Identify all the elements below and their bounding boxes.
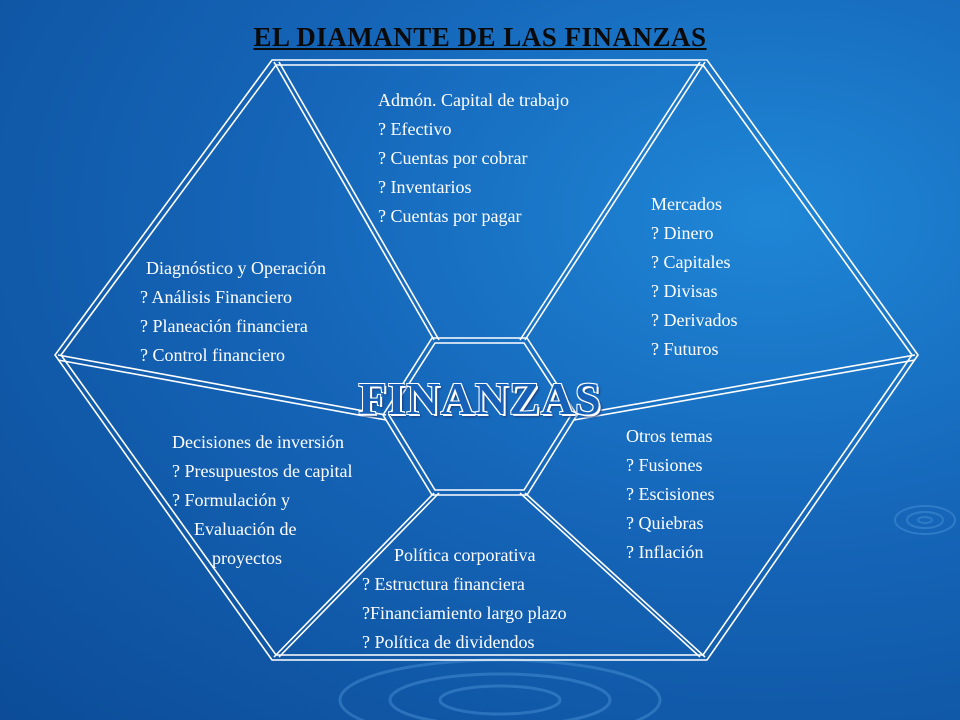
list-item: ? Derivados [651,310,738,330]
list-item: ? Presupuestos de capital [172,461,353,481]
list-item: ? Inventarios [378,177,472,197]
list-item: ? Política de dividendos [362,632,535,652]
list-item: ? Planeación financiera [140,316,308,336]
list-item: ? Inflación [626,542,704,562]
list-item: ? Estructura financiera [362,574,525,594]
list-item: Evaluación de [194,519,297,539]
list-item: ? Efectivo [378,119,452,139]
section-inversion: Decisiones de inversión ? Presupuestos d… [172,428,352,573]
list-item: proyectos [212,548,282,568]
center-label: FINANZAS [358,373,602,424]
section-mercados: Mercados ? Dinero ? Capitales ? Divisas … [651,190,737,364]
list-item: ? Fusiones [626,455,703,475]
section-heading: Mercados [651,194,722,214]
list-item: ? Divisas [651,281,718,301]
section-heading: Diagnóstico y Operación [146,258,326,278]
section-heading: Decisiones de inversión [172,432,344,452]
list-item: ? Cuentas por pagar [378,206,522,226]
section-politica: Política corporativa ? Estructura financ… [362,541,567,657]
section-heading: Otros temas [626,426,713,446]
list-item: ? Dinero [651,223,714,243]
list-item: ? Formulación y [172,490,290,510]
section-diagnostico: Diagnóstico y Operación ? Análisis Finan… [140,254,326,370]
divider-lines [57,61,916,658]
section-capital-trabajo: Admón. Capital de trabajo ? Efectivo ? C… [378,86,569,231]
list-item: ? Escisiones [626,484,715,504]
outer-hexagon [54,59,919,661]
list-item: ? Quiebras [626,513,704,533]
list-item: ? Futuros [651,339,719,359]
list-item: ? Cuentas por cobrar [378,148,528,168]
section-heading: Admón. Capital de trabajo [378,90,569,110]
inner-hexagon-inner-line [388,342,572,491]
list-item: ? Análisis Financiero [140,287,292,307]
list-item: ? Capitales [651,252,731,272]
section-heading: Política corporativa [394,545,536,565]
list-item: ? Control financiero [140,345,285,365]
diagram-title: EL DIAMANTE DE LAS FINANZAS [253,22,707,52]
list-item: ?Financiamiento largo plazo [362,603,567,623]
section-otros-temas: Otros temas ? Fusiones ? Escisiones ? Qu… [626,422,714,567]
